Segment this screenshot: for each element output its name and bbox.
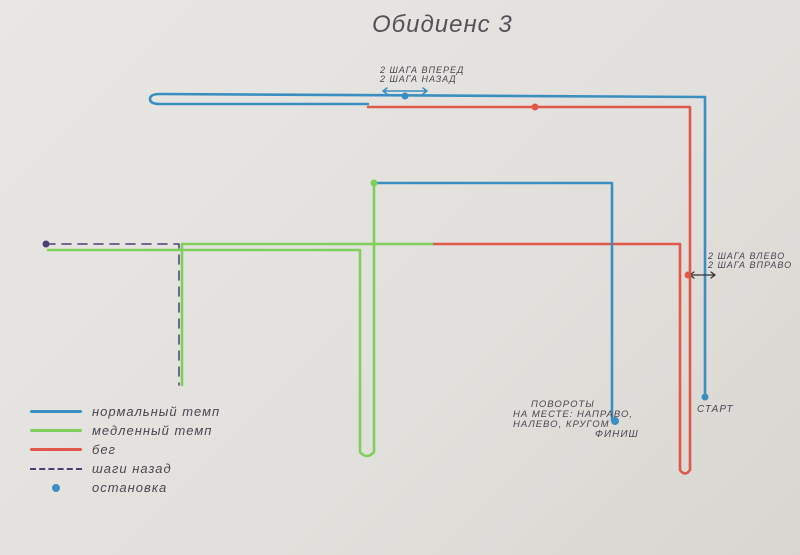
legend-label: остановка — [92, 480, 168, 495]
annotation-line: 2 шага назад — [380, 74, 457, 85]
stop-dot-left-right — [684, 271, 692, 279]
legend-swatch-red-line — [30, 448, 82, 451]
route-steps-back — [45, 243, 180, 386]
annotation-line: повороты — [531, 399, 595, 410]
stop-dot-finish — [611, 417, 619, 425]
legend-swatch-dot — [52, 483, 60, 492]
double-arrow-forward-back — [382, 87, 428, 95]
annotation-start: старт — [697, 404, 734, 415]
route-normal-start — [148, 92, 707, 399]
route-slow-2 — [46, 181, 376, 458]
annotation-line: на месте: направо, — [513, 408, 633, 420]
annotation-finish: финиш — [595, 429, 639, 440]
stop-dot-run — [531, 103, 539, 111]
legend-label: бег — [92, 442, 116, 457]
route-normal-finish — [372, 181, 614, 422]
legend-swatch-dashed-line — [30, 467, 82, 470]
legend-item-stop: остановка — [30, 480, 167, 495]
annotation-forward-back: 2 шага вперед 2 шага назад — [380, 65, 465, 85]
annotation-line: 2 шага влево — [708, 251, 786, 261]
legend-swatch-blue-line — [30, 410, 82, 413]
legend-label: нормальный темп — [92, 404, 221, 419]
legend-label: медленный темп — [92, 423, 213, 438]
annotation-turns: повороты на месте: направо, налево, круг… — [513, 400, 633, 430]
route-run-1 — [366, 105, 692, 475]
double-arrow-left-right — [689, 271, 716, 279]
legend-item-slow: медленный темп — [30, 423, 212, 438]
annotation-line: 2 шага вправо — [708, 260, 793, 271]
stop-dot-back — [42, 240, 50, 248]
stop-dot-slow — [370, 179, 378, 187]
annotation-line: 2 шага вперед — [380, 65, 465, 75]
annotation-left-right: 2 шага влево 2 шага вправо — [708, 251, 793, 271]
legend-item-run: бег — [30, 442, 116, 457]
legend-item-back: шаги назад — [30, 461, 172, 476]
stop-dot-forward-back — [401, 92, 409, 100]
legend-label: шаги назад — [92, 461, 172, 476]
annotation-line: налево, кругом — [513, 418, 610, 430]
route-slow-1 — [180, 242, 434, 387]
stop-dot-start — [701, 393, 709, 401]
legend-swatch-green-line — [30, 429, 82, 432]
legend-item-normal: нормальный темп — [30, 404, 220, 419]
diagram-title: Обидиенс 3 — [372, 11, 513, 38]
